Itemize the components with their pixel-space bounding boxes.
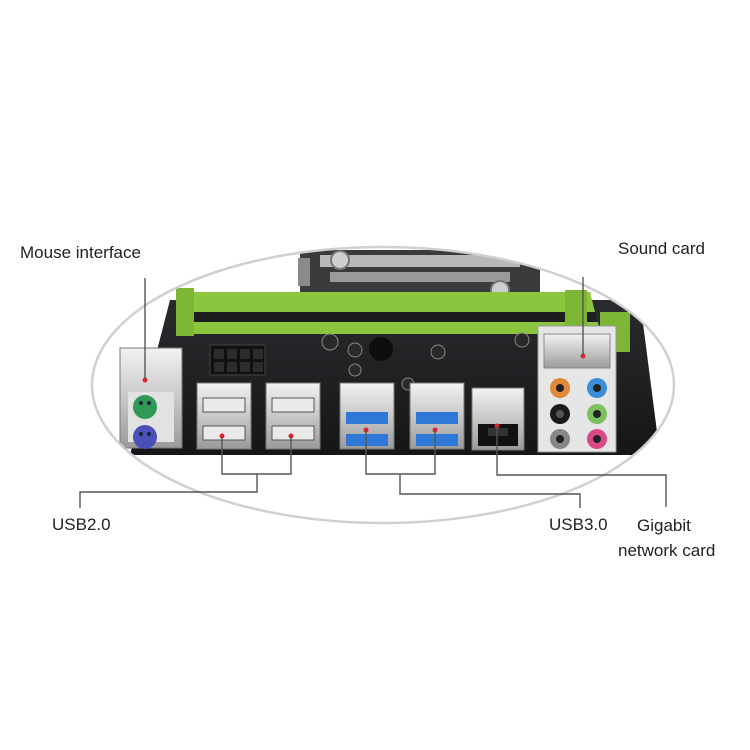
usb3-ports [339, 382, 465, 450]
gigabit-label: Gigabit [637, 516, 691, 535]
board-image [92, 247, 674, 523]
lan-port [471, 387, 525, 451]
audio-jacks [537, 325, 617, 453]
network-card-label: network card [618, 541, 716, 560]
ps2-keyboard-port [133, 425, 157, 449]
ps2-mouse-port [133, 395, 157, 419]
capacitors [321, 332, 530, 391]
mouse-interface-label: Mouse interface [20, 243, 141, 262]
callout-lines [79, 277, 667, 508]
highlight-oval [90, 245, 676, 525]
sound-card-label: Sound card [618, 239, 705, 258]
usb3-label: USB3.0 [549, 515, 608, 534]
dimm-slot [176, 292, 595, 312]
usb2-ports [196, 382, 321, 450]
usb2-label: USB2.0 [52, 515, 111, 534]
